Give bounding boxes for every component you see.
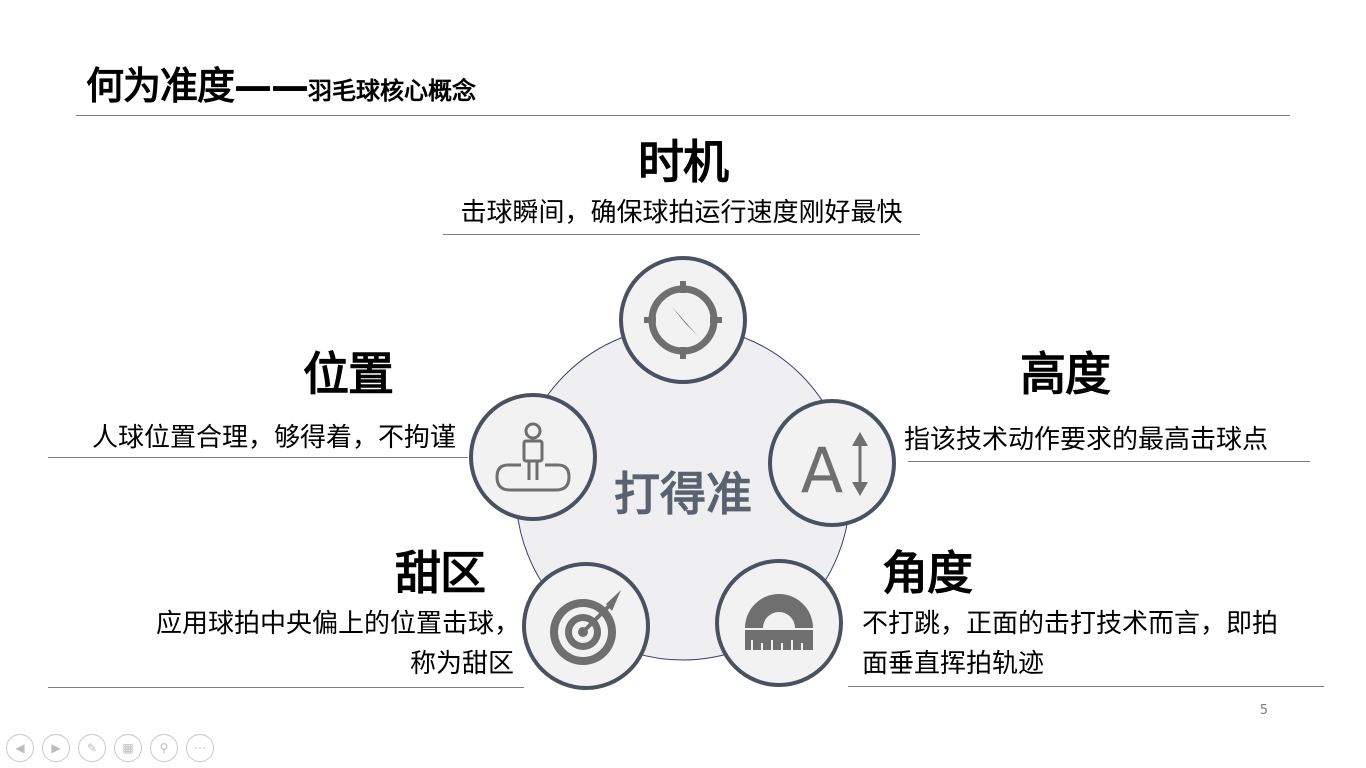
previous-icon[interactable]: ◀ — [6, 734, 34, 762]
heading-position: 位置 — [303, 347, 394, 401]
slide-title: 何为准度——羽毛球核心概念 — [86, 62, 476, 115]
pen-icon[interactable]: ✎ — [78, 734, 106, 762]
desc-height: 指该技术动作要求的最高击球点 — [904, 425, 1269, 455]
text-height-icon: A — [768, 399, 896, 527]
divider-sweet-spot — [48, 687, 524, 688]
title-main: 何为准度—— — [86, 64, 309, 108]
heading-sweet-spot: 甜区 — [395, 546, 486, 600]
page-number: 5 — [1259, 703, 1268, 718]
slideshow-toolbar: ◀ ▶ ✎ ▦ ⚲ ⋯ — [6, 734, 214, 762]
divider-angle — [848, 686, 1324, 687]
compass-icon — [619, 256, 747, 384]
slides-icon[interactable]: ▦ — [114, 734, 142, 762]
center-label: 打得准 — [614, 467, 752, 521]
heading-timing: 时机 — [638, 135, 729, 189]
divider-position — [48, 457, 468, 458]
zoom-icon[interactable]: ⚲ — [150, 734, 178, 762]
divider-timing — [443, 234, 920, 235]
desc-sweet-spot-line1: 应用球拍中央偏上的位置击球， — [155, 609, 520, 639]
heading-height: 高度 — [1020, 347, 1111, 401]
title-sub: 羽毛球核心概念 — [308, 77, 477, 105]
desc-timing: 击球瞬间，确保球拍运行速度刚好最快 — [460, 198, 903, 228]
desc-sweet-spot-line2: 称为甜区 — [409, 649, 514, 679]
svg-text:A: A — [801, 434, 843, 507]
next-icon[interactable]: ▶ — [42, 734, 70, 762]
person-icon — [469, 393, 597, 521]
desc-angle-line1: 不打跳，正面的击打技术而言，即拍 — [862, 609, 1279, 639]
desc-position: 人球位置合理，够得着，不拘谨 — [91, 423, 456, 453]
divider-height — [908, 461, 1310, 462]
heading-angle: 角度 — [882, 546, 973, 600]
desc-angle-line2: 面垂直挥拍轨迹 — [862, 649, 1045, 679]
more-icon[interactable]: ⋯ — [186, 734, 214, 762]
protractor-icon — [715, 559, 843, 687]
target-icon — [522, 562, 650, 690]
title-divider — [76, 115, 1290, 116]
